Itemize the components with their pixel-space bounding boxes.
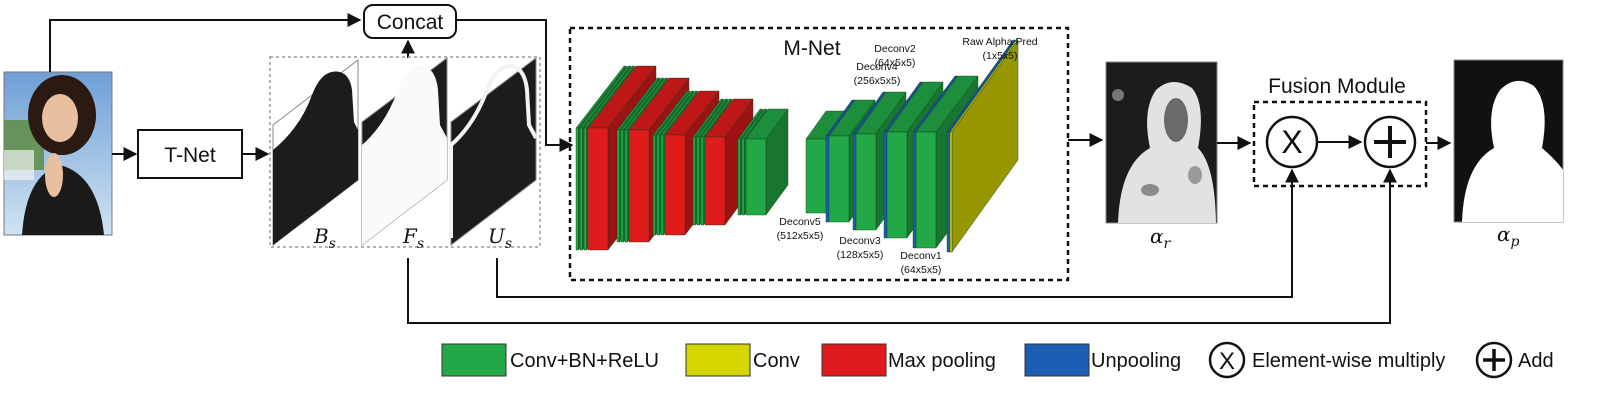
- decoder-deconv-1-front: [828, 135, 850, 223]
- encoder-pool-1-front: [628, 129, 650, 243]
- bs-map: [272, 58, 359, 247]
- multiply-circle-icon: X: [1265, 115, 1319, 169]
- alpha-p-label: αp: [1497, 222, 1520, 250]
- encoder-conv-3-1-front: [696, 136, 700, 226]
- us-label: Us: [488, 224, 512, 252]
- decoder-deconv-4-front: [915, 131, 937, 249]
- encoder-conv-0-1-front: [579, 127, 583, 251]
- legend-swatch-conv-bn-relu: [441, 343, 507, 377]
- deconv5-label: Deconv5: [779, 216, 821, 228]
- deconv2-label: Deconv2: [874, 43, 916, 55]
- raw-alpha-label: Raw Alpha Pred: [962, 36, 1037, 48]
- encoder-conv-1-2-front: [624, 129, 628, 243]
- encoder-conv-4-last-front: [745, 138, 767, 216]
- legend-item-1: Conv: [685, 343, 800, 377]
- raw-alpha-conv-side: [951, 39, 1019, 253]
- raw-alpha-conv: [949, 39, 1019, 253]
- decoder-deconv-3-front: [886, 131, 908, 239]
- encoder-conv-1-1-front: [620, 129, 624, 243]
- deconv5-dims: (512x5x5): [777, 230, 824, 242]
- legend-item-2: Max pooling: [821, 343, 996, 377]
- mnet-label: M-Net: [783, 37, 840, 60]
- fs-label: Fs: [402, 224, 424, 252]
- encoder-conv-2-1-front: [656, 134, 660, 236]
- legend-label-2: Max pooling: [888, 350, 996, 372]
- raw-alpha-dims: (1x5x5): [982, 50, 1017, 62]
- alpha-r-label: αr: [1150, 224, 1172, 252]
- encoder-conv-2-0-front: [652, 134, 656, 236]
- mnet-layers: [575, 39, 1019, 253]
- us-map: [449, 56, 538, 247]
- legend-item-3: Unpooling: [1024, 343, 1181, 377]
- encoder-conv-4-1-front: [741, 138, 745, 216]
- concat-box: [363, 4, 457, 39]
- deconv4-dims: (256x5x5): [854, 75, 901, 87]
- input-photo: [3, 71, 113, 236]
- multiply-circle-icon: [1208, 341, 1246, 379]
- legend-label-3: Unpooling: [1091, 350, 1181, 372]
- legend-item-5: Add: [1475, 341, 1554, 379]
- legend-symbol-4: X: [1219, 348, 1235, 375]
- encoder-pool-2-front: [664, 134, 686, 236]
- legend-swatch-unpooling: [1024, 343, 1090, 377]
- alpha-p-image: [1453, 59, 1564, 223]
- encoder-conv-2-2-front: [660, 134, 664, 236]
- legend-label-4: Element-wise multiply: [1252, 350, 1445, 372]
- encoder-conv-3-0-front: [692, 136, 696, 226]
- decoder-unpool-2-front: [852, 133, 857, 231]
- encoder-conv-1-0-front: [616, 129, 620, 243]
- alpha-r-image: [1105, 61, 1218, 224]
- tnet-label: T-Net: [164, 144, 216, 167]
- svg-text:X: X: [1281, 124, 1302, 160]
- encoder-conv-3-2-front: [700, 136, 704, 226]
- bs-label: Bs: [313, 224, 336, 252]
- legend-label-5: Add: [1518, 350, 1554, 372]
- trimap-group: [269, 56, 541, 248]
- encoder-conv-0-2-front: [583, 127, 587, 251]
- encoder-conv-4-last: [745, 108, 789, 216]
- encoder-conv-4-0-front: [737, 138, 741, 216]
- legend-label-1: Conv: [753, 350, 800, 372]
- legend-swatch-max-pooling: [821, 343, 887, 377]
- legend-item-4: X Element-wise multiply: [1208, 341, 1445, 379]
- deconv4-label: Deconv4: [856, 61, 898, 73]
- encoder-pool-3-front: [704, 136, 726, 226]
- encoder-conv-0-0-front: [575, 127, 579, 251]
- deconv3-dims: (128x5x5): [837, 249, 884, 261]
- decoder-unpool-1-front: [825, 135, 830, 223]
- decoder-deconv-2-front: [855, 133, 877, 231]
- legend: Conv+BN+ReLU Conv Max pooling Unpooling X Ele…: [441, 341, 1554, 379]
- deconv3-label: Deconv3: [839, 235, 881, 247]
- deconv1-label: Deconv1: [900, 250, 942, 262]
- legend-item-0: Conv+BN+ReLU: [441, 343, 659, 377]
- raw-alpha-conv-front: [949, 131, 953, 253]
- deconv1-dims: (64x5x5): [901, 264, 942, 276]
- fusion-module-box: [1252, 100, 1428, 188]
- fs-map: [361, 56, 448, 247]
- concat-label: Concat: [377, 11, 444, 34]
- add-circle-icon: [1363, 115, 1417, 169]
- mnet-box: [568, 26, 1070, 282]
- decoder-unpool-3-front: [883, 131, 888, 239]
- legend-label-0: Conv+BN+ReLU: [510, 350, 659, 372]
- decoder-deconv-0-front: [805, 138, 827, 214]
- encoder-pool-0-front: [587, 127, 609, 251]
- deconv2-dims: (64x5x5): [875, 57, 916, 69]
- fusion-module-label: Fusion Module: [1268, 75, 1406, 98]
- decoder-unpool-4-front: [912, 131, 917, 249]
- legend-swatch-conv: [685, 343, 751, 377]
